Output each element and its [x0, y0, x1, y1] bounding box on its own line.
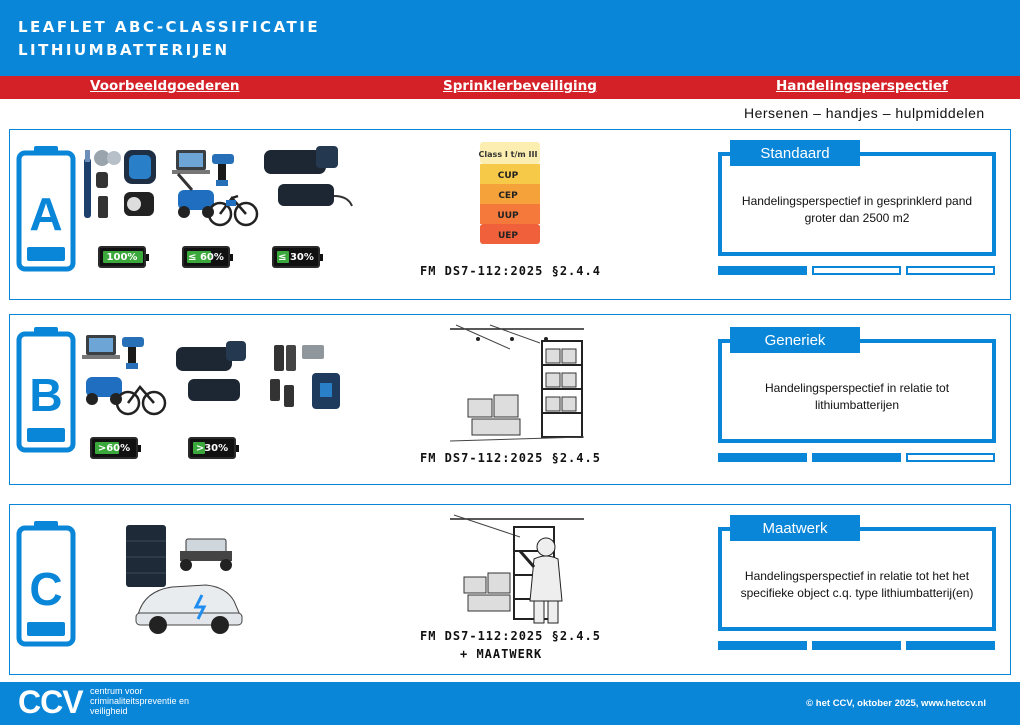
charge-chip-60: >60%	[90, 437, 141, 459]
class-level-label: CEP	[498, 191, 518, 201]
electric-car-icon	[135, 584, 243, 634]
ccv-logo-text: centrum voor criminaliteitspreventie en …	[90, 686, 190, 716]
example-goods-c	[122, 521, 252, 645]
perspective-text: Handelingsperspectief in gesprinklerd pa…	[718, 152, 996, 256]
perspective-tab: Standaard	[730, 140, 860, 166]
class-row-c: C FM DS7-112:2025 §2.4.5 + MAATWERK	[9, 504, 1011, 675]
class-letter: B	[29, 369, 62, 421]
powerbank-icon	[264, 146, 353, 207]
fm-reference: FM DS7-112:2025 §2.4.5	[420, 451, 601, 465]
cell-pack-icon	[270, 345, 324, 407]
charge-chip-60: ≤ 60%	[182, 246, 233, 268]
fm-reference: FM DS7-112:2025 §2.4.4	[420, 264, 601, 278]
class-row-a: A 100% ≤ 60% ≤ 30% Class I t/m III CUP C…	[9, 129, 1011, 300]
charge-fill	[95, 442, 119, 454]
ebike-icon	[207, 194, 259, 227]
page-footer: CCV centrum voor criminaliteitspreventie…	[0, 682, 1020, 725]
level-bar-3	[906, 453, 995, 462]
column-headers: Voorbeeldgoederen Sprinklerbeveiliging H…	[0, 76, 1020, 99]
level-bars	[718, 266, 996, 276]
class-row-b: B >60% >30%	[9, 314, 1011, 485]
fm-reference: FM DS7-112:2025 §2.4.5	[420, 629, 601, 643]
battery-box-icon	[312, 373, 340, 409]
level-bar-1	[718, 266, 807, 275]
class-level-label: UEP	[498, 231, 518, 241]
charge-chip-100: 100%	[98, 246, 149, 268]
fm-extra: + MAATWERK	[460, 647, 543, 661]
level-bars	[718, 641, 996, 651]
warehouse-worker-illustration	[450, 511, 584, 629]
battery-letter-icon: B	[16, 325, 76, 453]
level-bar-1	[718, 453, 807, 462]
class-level-label: CUP	[498, 171, 519, 181]
bike-light-icon	[124, 192, 154, 216]
commodity-class-stack: Class I t/m III CUP CEP UUP UEP	[474, 138, 548, 262]
class-letter: A	[29, 188, 62, 240]
column-header-sprinkler: Sprinklerbeveiliging	[443, 78, 597, 94]
perspective-text: Handelingsperspectief in relatie tot lit…	[718, 339, 996, 443]
level-bar-3	[906, 641, 995, 650]
page-header: LEAFLET ABC-CLASSIFICATIE LITHIUMBATTERI…	[0, 0, 1020, 76]
level-bar-2	[812, 453, 901, 462]
charge-fill	[187, 251, 211, 263]
warehouse-racks-illustration	[449, 321, 585, 451]
class-level-label: UUP	[497, 211, 519, 221]
toothbrush-icon	[84, 150, 91, 218]
column-header-perspective: Handelingsperspectief	[776, 78, 948, 94]
lawnmower-icon	[86, 377, 122, 405]
perspective-subtitle: Hersenen – handjes – hulpmiddelen	[744, 105, 985, 121]
column-header-goods: Voorbeeldgoederen	[90, 78, 240, 94]
robot-cart-icon	[180, 538, 232, 571]
coin-cell-icon	[94, 150, 121, 218]
class-level-label: Class I t/m III	[479, 150, 538, 159]
battery-letter-icon: A	[16, 144, 76, 272]
level-bar-2	[812, 641, 901, 650]
charge-chip-30: >30%	[188, 437, 239, 459]
perspective-text: Handelingsperspectief in relatie tot het…	[718, 527, 996, 631]
ccv-logo: CCV	[18, 684, 84, 720]
smartwatch-icon	[124, 150, 156, 184]
drill-icon	[212, 154, 234, 186]
ebike-icon	[115, 385, 167, 416]
drill-icon	[122, 337, 144, 369]
perspective-tab: Maatwerk	[730, 515, 860, 541]
laptop-icon	[172, 150, 210, 174]
level-bar-2	[812, 266, 901, 275]
level-bar-1	[718, 641, 807, 650]
copyright-notice: © het CCV, oktober 2025, www.hetccv.nl	[806, 698, 986, 709]
laptop-icon	[82, 335, 120, 359]
charge-fill	[193, 442, 205, 454]
title-line-2: LITHIUMBATTERIJEN	[18, 41, 230, 59]
level-bar-3	[906, 266, 995, 275]
example-goods-a	[80, 144, 370, 238]
level-bars	[718, 453, 996, 463]
example-goods-b	[80, 327, 350, 427]
perspective-tab: Generiek	[730, 327, 860, 353]
charge-chip-30: ≤ 30%	[272, 246, 323, 268]
charge-fill	[103, 251, 143, 263]
charge-fill	[277, 251, 289, 263]
powerbank-icon	[176, 341, 246, 401]
class-letter: C	[29, 563, 62, 615]
energy-storage-icon	[126, 525, 166, 587]
battery-letter-icon: C	[16, 519, 76, 647]
title-line-1: LEAFLET ABC-CLASSIFICATIE	[18, 18, 321, 36]
